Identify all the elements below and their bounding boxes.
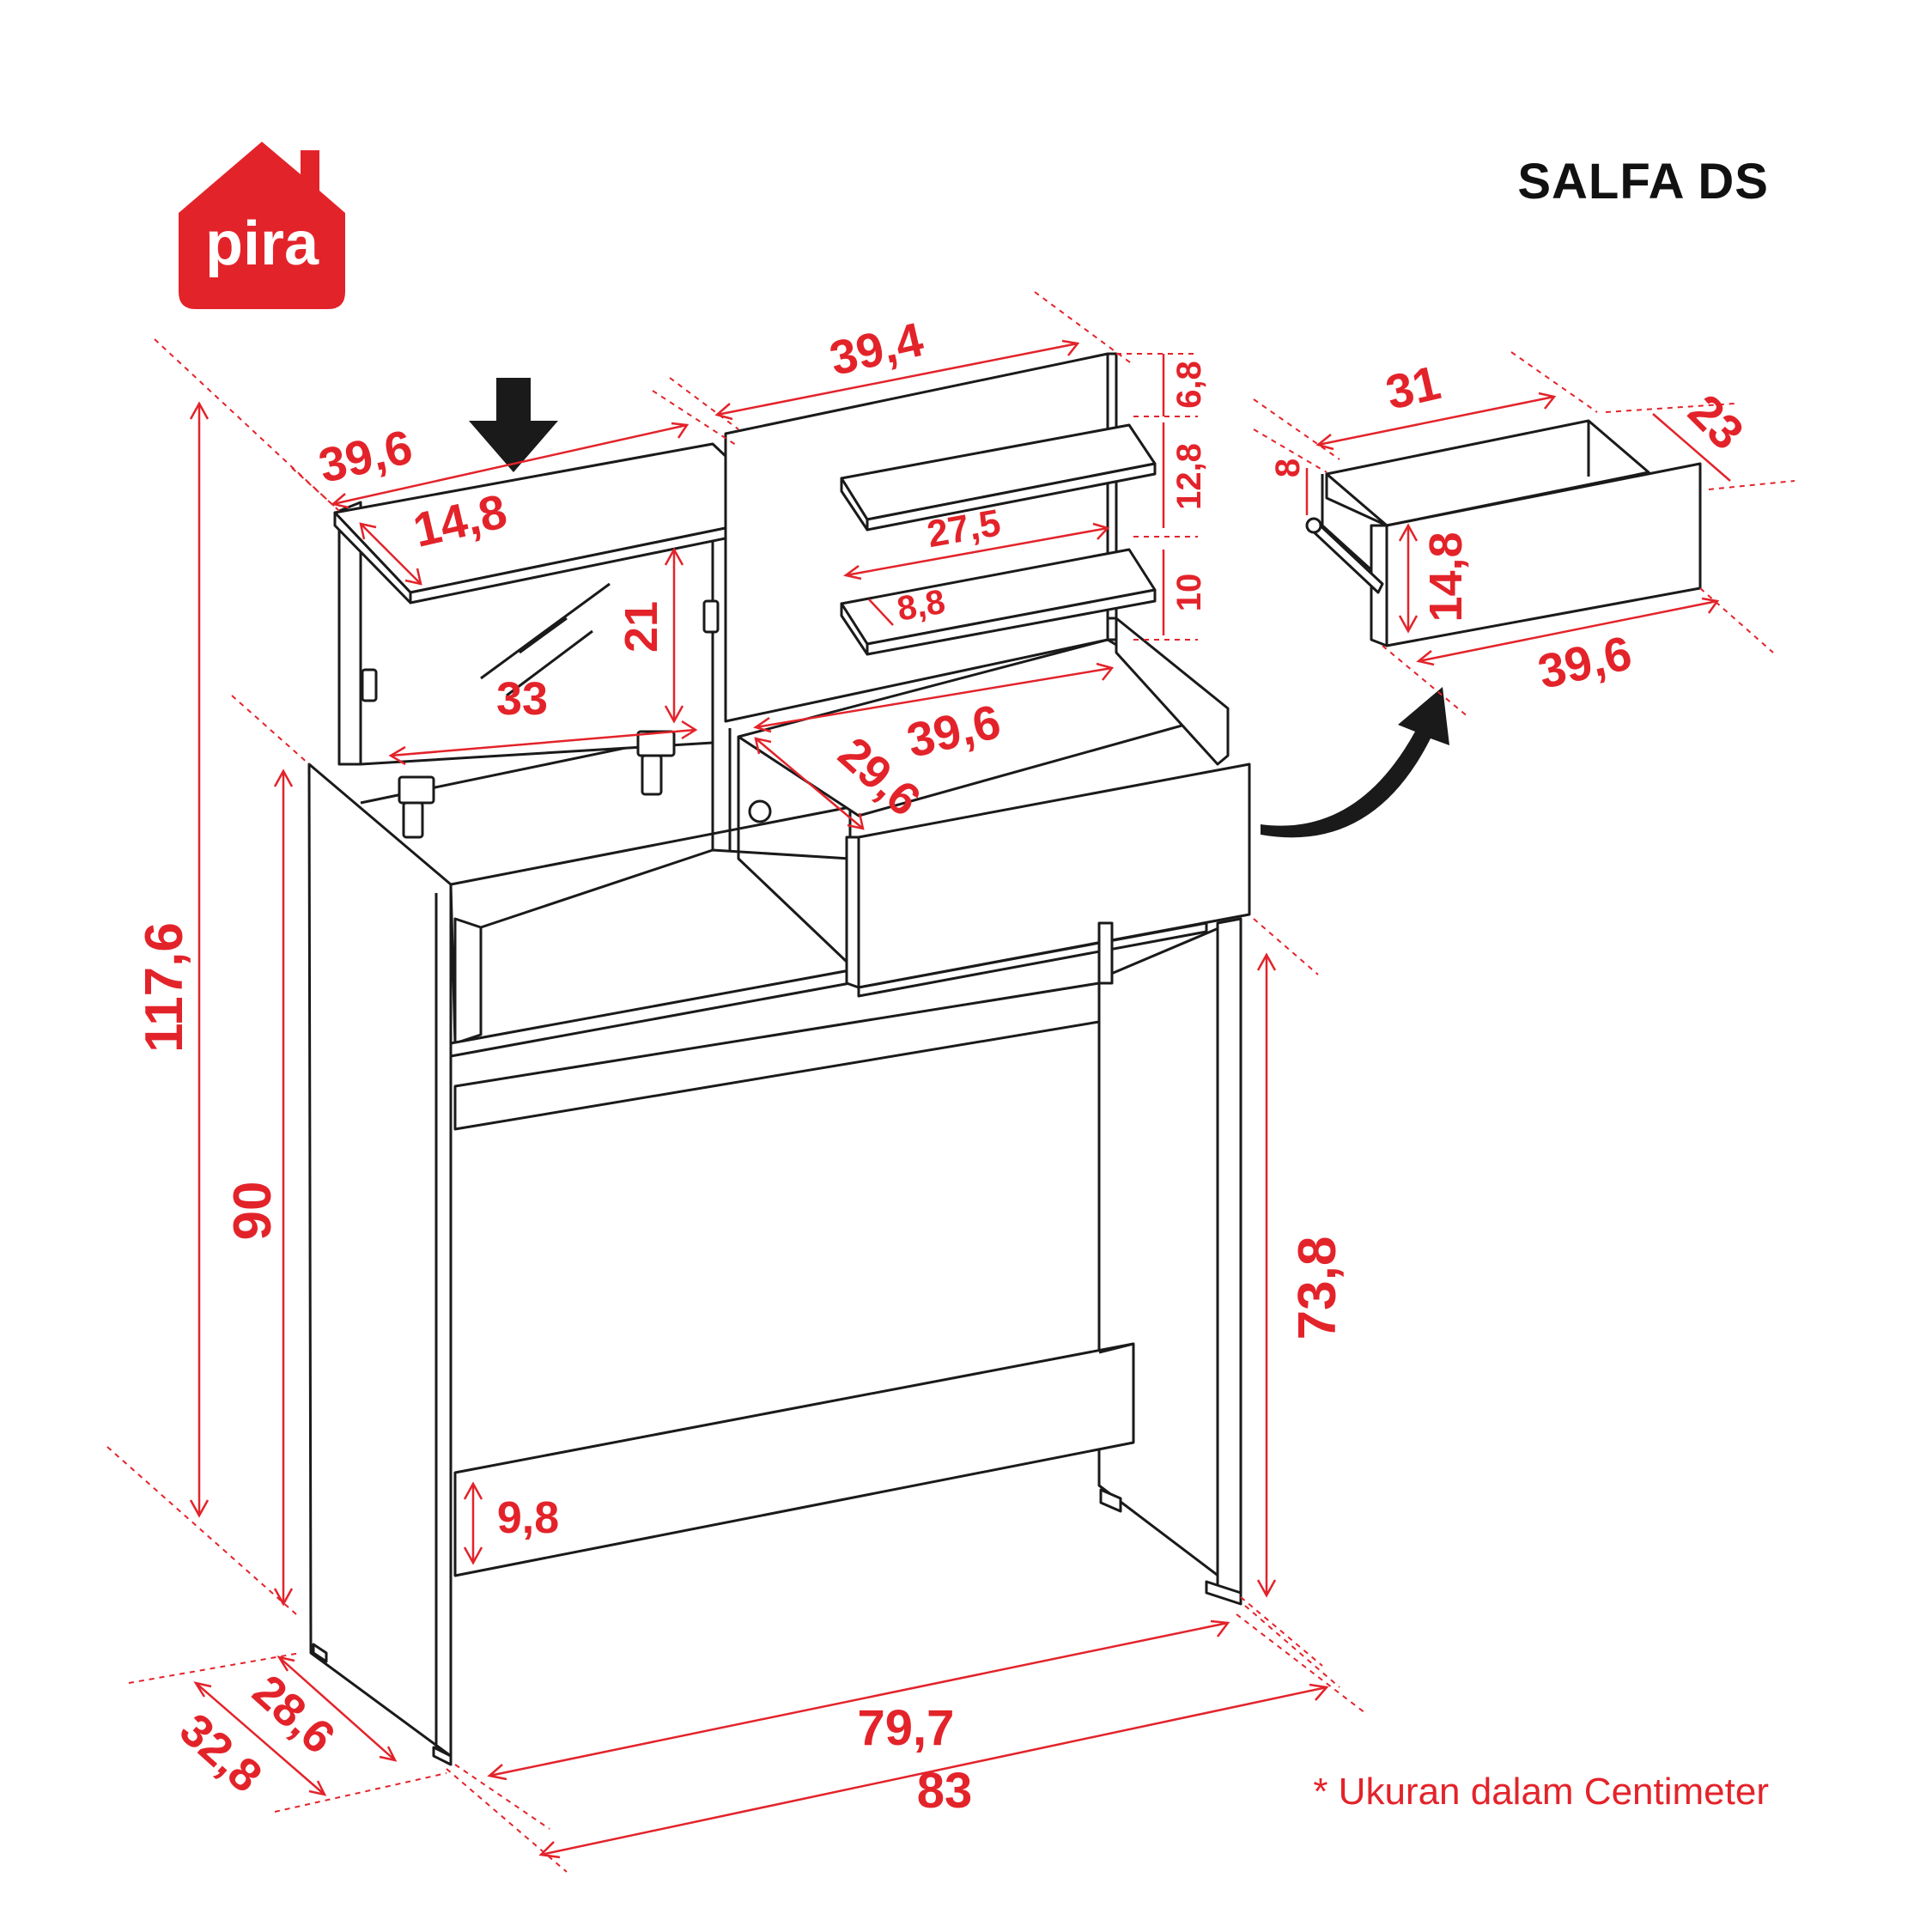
dim-shelf-depth: 8,8 — [895, 583, 948, 629]
left-side-panel — [307, 762, 453, 1758]
dim-drawer-front-width: 39,6 — [1533, 625, 1636, 699]
lid-push-arrow-icon — [469, 378, 558, 472]
dim-stretcher-height: 9,8 — [497, 1493, 559, 1543]
product-title: SALFA DS — [1517, 154, 1769, 210]
dim-drawer-side-height: 8 — [1269, 459, 1307, 477]
drawer-move-arrow-icon — [1261, 687, 1449, 838]
dim-mirror-width: 33 — [496, 673, 548, 725]
detached-drawer — [1305, 419, 1702, 647]
dim-total-width: 83 — [917, 1763, 973, 1819]
units-note: * Ukuran dalam Centimeter — [1313, 1771, 1769, 1813]
dim-body-height: 90 — [223, 1182, 283, 1241]
dim-back-panel-width: 39,4 — [824, 312, 927, 386]
dim-mirror-height: 21 — [616, 601, 667, 653]
lower-stretcher — [453, 1342, 1135, 1577]
dim-lower-gap: 10 — [1170, 574, 1208, 612]
dim-inner-depth: 28,6 — [243, 1665, 344, 1764]
pira-logo: pira — [179, 142, 345, 309]
dim-drawer-inner-width: 31 — [1381, 355, 1445, 419]
dimension-lines — [106, 291, 1795, 1873]
dim-shelf-gap: 12,8 — [1170, 443, 1208, 510]
dim-total-height: 117,6 — [135, 922, 194, 1053]
dim-top-gap: 6,8 — [1170, 361, 1208, 409]
desk-drawing — [307, 352, 1702, 1766]
dim-inner-width: 79,7 — [858, 1700, 955, 1756]
dim-drawer-depth: 23 — [1678, 384, 1754, 460]
dim-lid-width: 39,6 — [313, 419, 416, 493]
logo-text: pira — [205, 210, 319, 278]
dim-total-depth: 32,8 — [170, 1704, 271, 1802]
upper-stretcher — [453, 981, 1101, 1131]
dim-drawer-front-height: 14,8 — [1420, 532, 1472, 622]
hinge-icon — [361, 599, 720, 839]
dim-leg-height: 73,8 — [1288, 1236, 1347, 1340]
